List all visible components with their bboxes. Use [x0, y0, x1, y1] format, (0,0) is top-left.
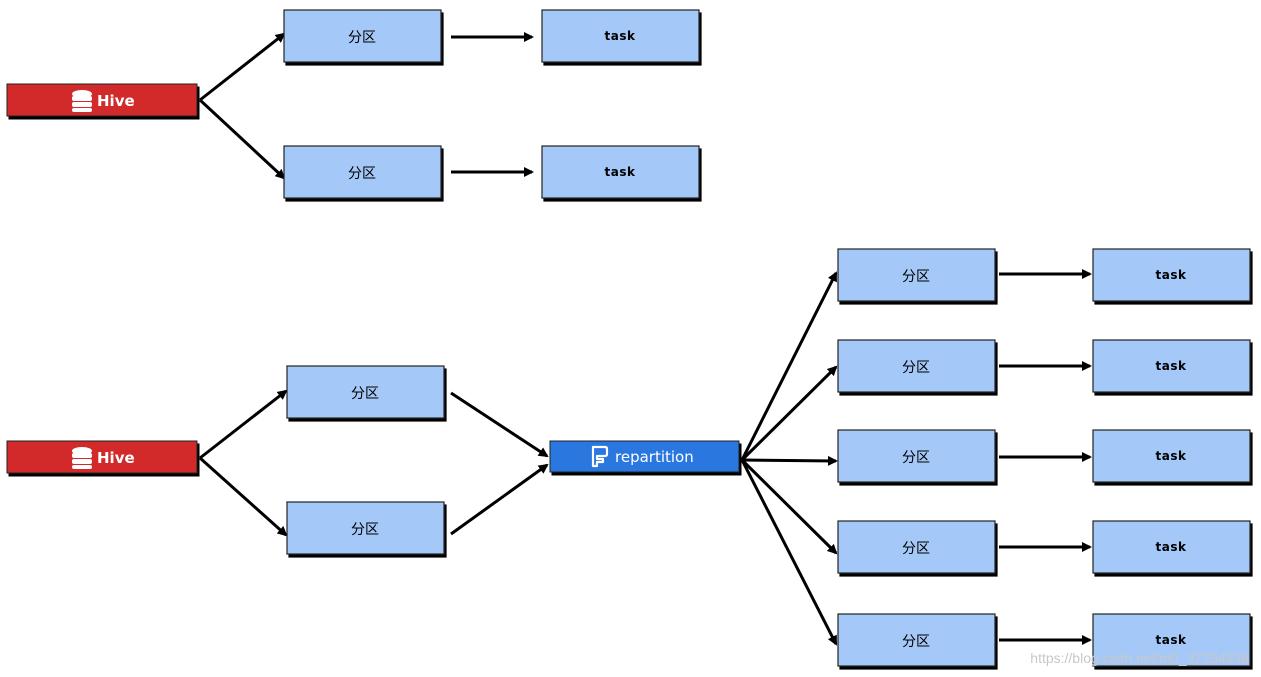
output-partition-5: 分区 [837, 613, 996, 667]
task-label: task [1156, 359, 1187, 373]
hive-label: Hive [97, 449, 135, 467]
edge-hive-to-partition-b [198, 456, 288, 537]
repartition-icon [591, 445, 609, 468]
edge-hive-to-partition-2 [198, 98, 286, 180]
edge-repartition-to-out-5 [740, 459, 838, 646]
edge-partition-b-to-repartition [450, 463, 549, 536]
top-task-2: task [541, 145, 700, 199]
task-label: task [1156, 540, 1187, 554]
partition-label: 分区 [902, 360, 930, 376]
task-label: task [1156, 633, 1187, 647]
bottom-partition-b: 分区 [286, 501, 445, 555]
partition-label: 分区 [348, 166, 376, 182]
database-icon [72, 447, 92, 469]
edge-hive-to-partition-a [199, 389, 288, 460]
output-task-5: task [1092, 613, 1251, 667]
partition-label: 分区 [902, 634, 930, 650]
repartition-node: repartition [549, 440, 740, 473]
edge-repartition-to-out-4 [740, 458, 838, 555]
partition-label: 分区 [348, 30, 376, 46]
task-label: task [605, 165, 636, 179]
task-label: task [1156, 268, 1187, 282]
bottom-hive-source: Hive [6, 440, 198, 474]
edge-repartition-to-out-1 [740, 271, 838, 461]
top-hive-source: Hive [6, 83, 198, 117]
task-label: task [605, 29, 636, 43]
edge-repartition-to-out-2 [740, 365, 838, 462]
partition-label: 分区 [351, 522, 379, 538]
watermark: https://blog.csdn.net/m0_37294838 [1030, 650, 1249, 666]
repartition-label: repartition [615, 448, 694, 466]
top-partition-1: 分区 [283, 9, 442, 63]
edge-hive-to-partition-1 [199, 32, 286, 102]
hive-label: Hive [97, 92, 135, 110]
edge-partition-a-to-repartition [450, 391, 549, 458]
top-task-1: task [541, 9, 700, 63]
output-task-2: task [1092, 339, 1251, 393]
database-icon [72, 90, 92, 112]
output-task-1: task [1092, 248, 1251, 302]
output-partition-1: 分区 [837, 248, 996, 302]
output-partition-4: 分区 [837, 520, 996, 574]
output-task-3: task [1092, 429, 1251, 483]
partition-label: 分区 [351, 386, 379, 402]
top-partition-2: 分区 [283, 145, 442, 199]
partition-label: 分区 [902, 541, 930, 557]
partition-label: 分区 [902, 269, 930, 285]
edge-repartition-to-out-3 [741, 455, 838, 466]
output-partition-2: 分区 [837, 339, 996, 393]
output-task-4: task [1092, 520, 1251, 574]
task-label: task [1156, 449, 1187, 463]
output-partition-3: 分区 [837, 429, 996, 483]
partition-label: 分区 [902, 450, 930, 466]
bottom-partition-a: 分区 [286, 365, 445, 419]
